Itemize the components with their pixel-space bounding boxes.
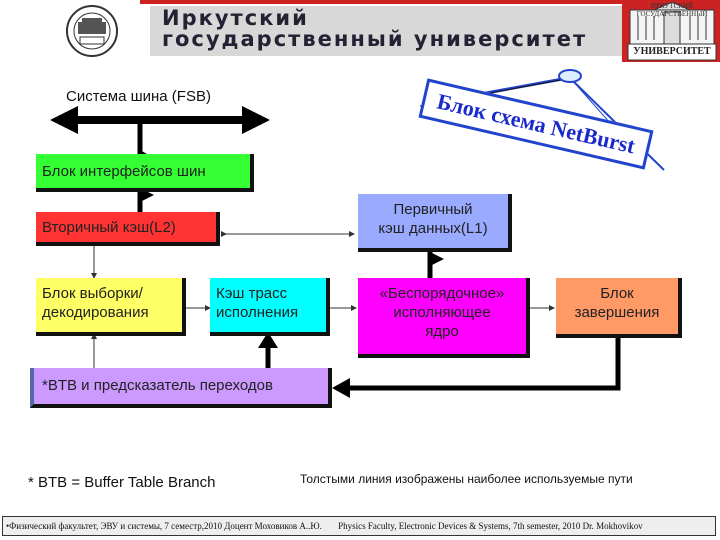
retire-label-line2: завершения: [574, 304, 660, 321]
ooo-core-label-line3: ядро: [425, 323, 459, 340]
fetch-decode-label-line1: Блок выборки/: [42, 285, 143, 302]
footer-bar: •Физический факультет, ЭВУ и системы, 7 …: [2, 516, 716, 536]
logo-right-caption-top: ИРКУТСКИЙ ГОСУДАРСТВЕННЫЙ: [636, 2, 708, 18]
fsb-label: Система шина (FSB): [66, 88, 211, 105]
bus-interface-block: Блок интерфейсов шин: [36, 154, 254, 192]
fetch-decode-label-line2: декодирования: [42, 304, 149, 321]
l2-cache-label: Вторичный кэш(L2): [42, 219, 176, 236]
header-title-line2: государственный университет: [162, 27, 588, 51]
bus-interface-label: Блок интерфейсов шин: [42, 163, 206, 180]
footer-left-text: •Физический факультет, ЭВУ и системы, 7 …: [6, 521, 322, 531]
header-title-line1: Иркутский: [162, 6, 309, 30]
l1-cache-block: Первичный кэш данных(L1): [358, 194, 512, 252]
l1-cache-label-line1: Первичный: [393, 201, 473, 218]
ooo-core-block: «Беспорядочное» исполняющее ядро: [358, 278, 530, 358]
trace-cache-label-line2: исполнения: [216, 304, 299, 321]
l1-to-core-link: [427, 252, 444, 282]
btb-block: *BTB и предсказатель переходов: [30, 368, 332, 408]
trace-cache-label-line1: Кэш трасс: [216, 285, 288, 302]
retire-to-btb-feedback: [332, 338, 621, 398]
btb-label: *BTB и предсказатель переходов: [42, 377, 273, 394]
fetch-decode-block: Блок выборки/ декодирования: [36, 278, 186, 336]
retire-label-line1: Блок: [600, 285, 634, 302]
footer-right-text: Physics Faculty, Electronic Devices & Sy…: [338, 521, 643, 531]
university-seal-icon: [66, 5, 118, 57]
l2-cache-block: Вторичный кэш(L2): [36, 212, 220, 246]
fsb-bus-arrow: [50, 106, 270, 134]
header-title-band: [150, 6, 622, 56]
logo-right-caption: УНИВЕРСИТЕТ: [633, 46, 711, 57]
retire-block: Блок завершения: [556, 278, 682, 338]
l1-cache-label-line2: кэш данных(L1): [378, 220, 488, 237]
university-building-icon: [627, 1, 717, 61]
ooo-core-label-line2: исполняющее: [393, 304, 491, 321]
btb-footnote: * BTB = Buffer Table Branch: [28, 474, 216, 491]
thick-lines-note: Толстыми линия изображены наиболее испол…: [300, 472, 633, 486]
btb-to-trace-arrow: [258, 332, 278, 368]
trace-cache-block: Кэш трасс исполнения: [210, 278, 330, 336]
ooo-core-label-line1: «Беспорядочное»: [379, 285, 505, 302]
